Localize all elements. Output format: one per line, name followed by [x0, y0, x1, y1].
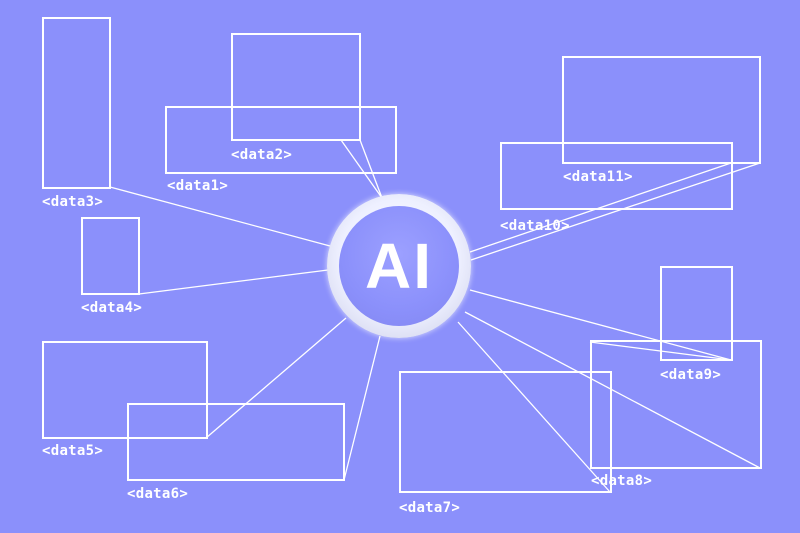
- data4-label: <data4>: [81, 300, 143, 316]
- connector-data3: [109, 186, 331, 247]
- data1-box: [165, 106, 397, 174]
- data1-label: <data1>: [167, 178, 229, 194]
- data8-box: [590, 340, 762, 469]
- data2-label: <data2>: [231, 147, 293, 163]
- data10-box: [500, 142, 733, 210]
- data9-label: <data9>: [660, 367, 722, 383]
- connector-data2: [359, 139, 383, 199]
- data10-label: <data10>: [500, 218, 570, 234]
- connector-data8: [464, 311, 761, 469]
- data3-box: [42, 17, 111, 189]
- connector-data4: [138, 269, 329, 295]
- connector-data6: [343, 335, 381, 481]
- data6-label: <data6>: [127, 486, 189, 502]
- data5-label: <data5>: [42, 443, 104, 459]
- ai-hub-core: AI: [339, 206, 459, 326]
- connector-data5: [205, 317, 347, 439]
- connector-data9a: [469, 289, 732, 361]
- connector-data10: [469, 162, 732, 253]
- data3-label: <data3>: [42, 194, 104, 210]
- connector-data7: [457, 321, 611, 493]
- data7-box: [399, 371, 612, 493]
- data7-label: <data7>: [399, 500, 461, 516]
- data8-label: <data8>: [591, 473, 653, 489]
- data2-box: [231, 33, 361, 141]
- ai-hub-ring: AI: [327, 194, 471, 338]
- data9-box: [660, 266, 733, 361]
- data11-box: [562, 56, 761, 164]
- connector-data1: [340, 139, 383, 199]
- data11-label: <data11>: [563, 169, 633, 185]
- connector-data11: [470, 162, 761, 261]
- data6-box: [127, 403, 345, 481]
- data5-box: [42, 341, 208, 439]
- ai-hub-label: AI: [365, 230, 433, 302]
- data4-box: [81, 217, 140, 295]
